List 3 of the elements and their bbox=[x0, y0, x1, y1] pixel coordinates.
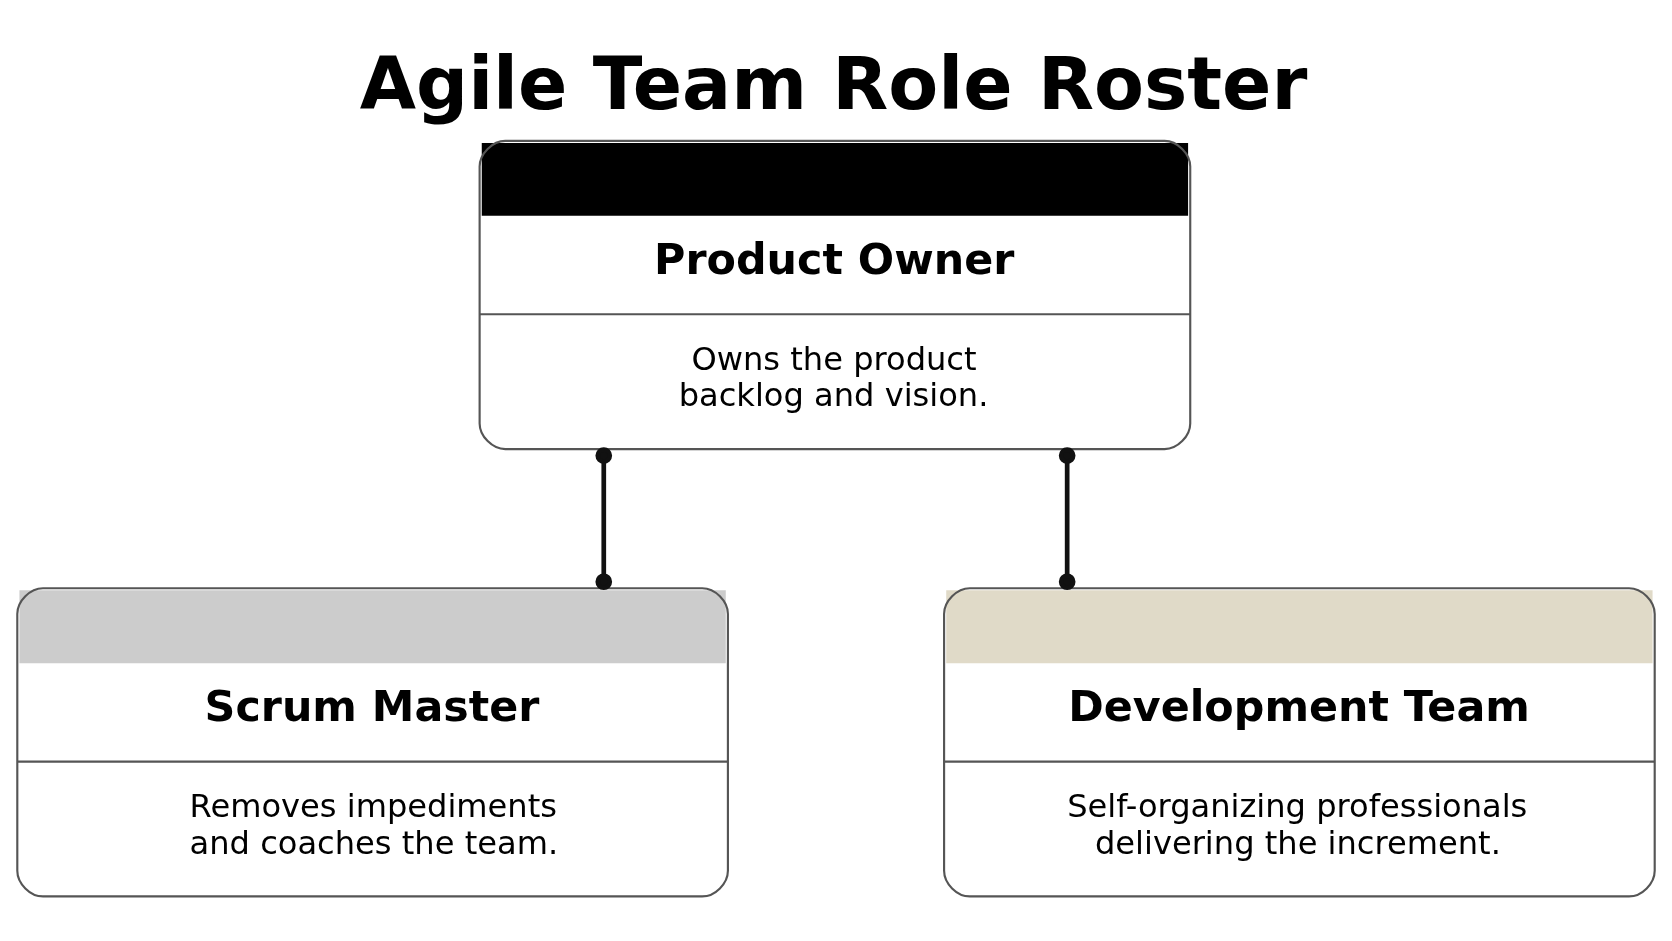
connector bbox=[595, 447, 613, 591]
diagram-title: Agile Team Role Roster bbox=[359, 41, 1308, 127]
connector bbox=[1058, 447, 1076, 591]
